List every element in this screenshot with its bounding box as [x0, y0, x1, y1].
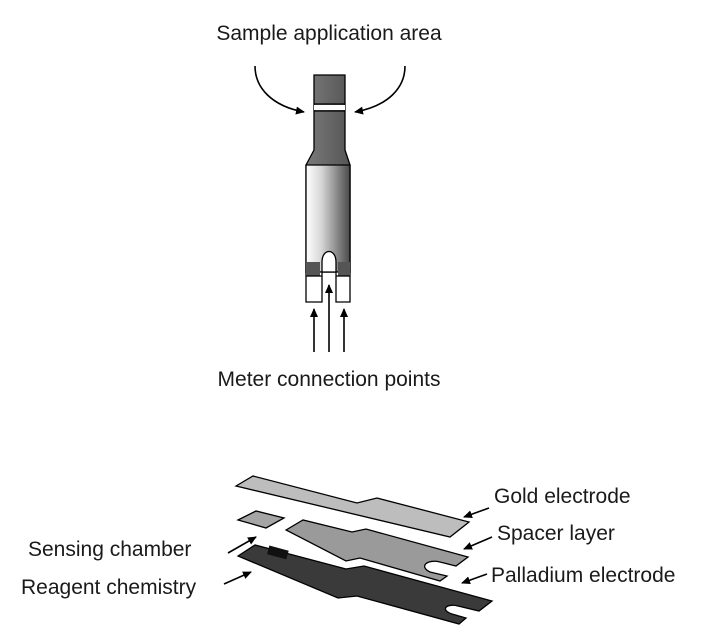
palladium-electrode-arrow [461, 573, 488, 585]
spacer-layer-arrow [463, 536, 493, 550]
sensing-chamber-label: Sensing chamber [28, 538, 191, 561]
palladium-electrode-label: Palladium electrode [491, 564, 675, 587]
test-strip [305, 74, 351, 303]
reagent-chemistry-arrow [223, 571, 252, 585]
spacer-layer-label: Spacer layer [497, 522, 615, 545]
sensing-chamber-arrow [227, 536, 257, 554]
reagent-chemistry-patch [267, 545, 289, 560]
meter-connection-label: Meter connection points [218, 368, 441, 391]
sample-application-label: Sample application area [216, 22, 442, 45]
gold-electrode-arrow [463, 507, 490, 519]
gold-electrode-label: Gold electrode [494, 485, 631, 508]
palladium-electrode-layer [236, 544, 494, 625]
reagent-chemistry-label: Reagent chemistry [21, 576, 197, 599]
spacer-layer [284, 519, 470, 582]
sample-arrow-left [254, 65, 305, 115]
sample-arrow-right [354, 65, 406, 115]
sensing-chamber-piece [236, 510, 286, 529]
gold-electrode-layer [234, 475, 471, 538]
